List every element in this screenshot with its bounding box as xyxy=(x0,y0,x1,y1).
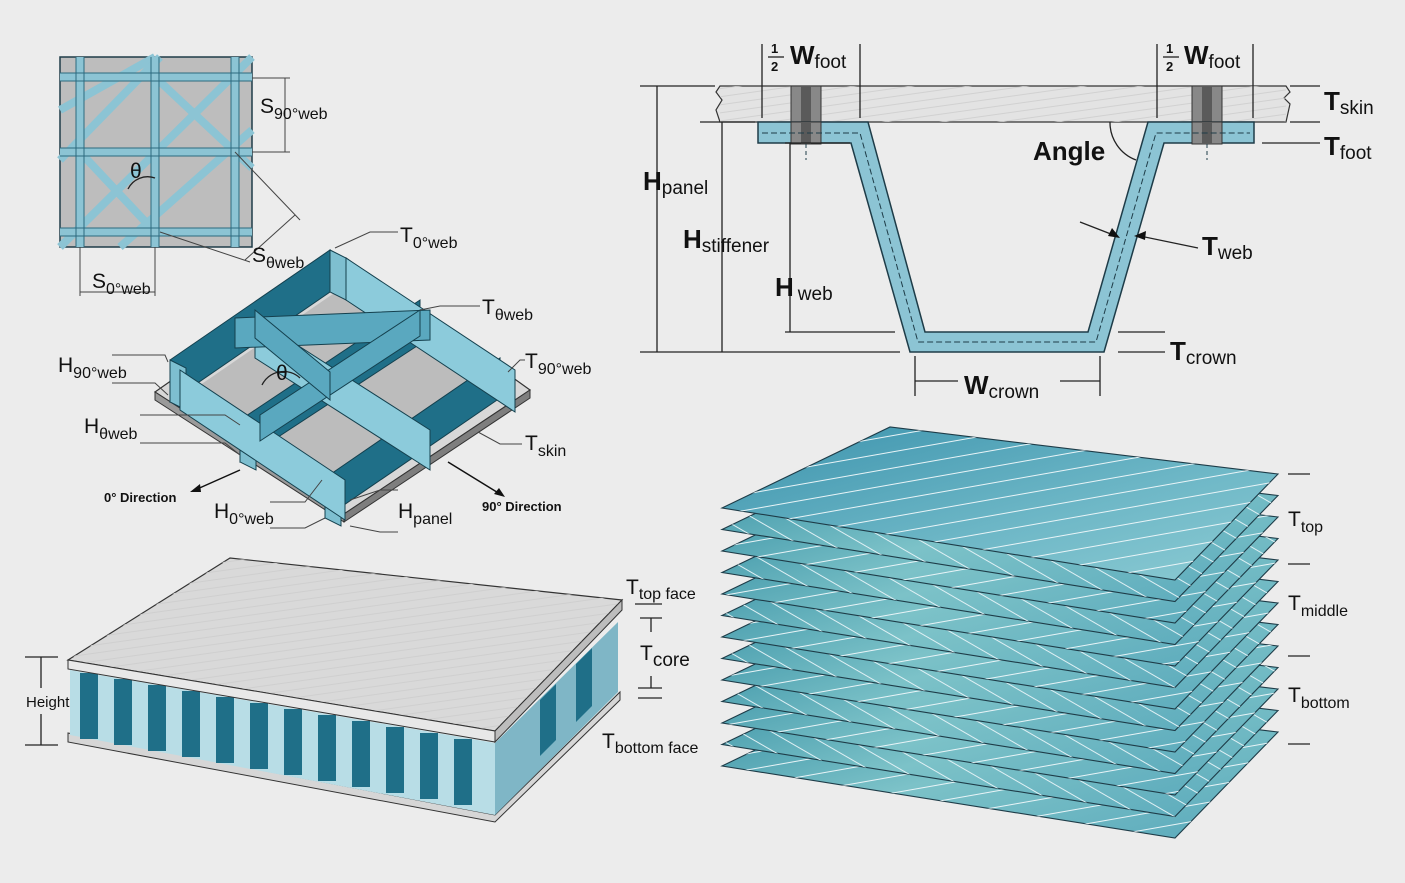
theta-top-label: θ xyxy=(130,160,142,183)
tthetaweb-label: T xyxy=(482,296,495,319)
grid-isometric-view: θ T0°web Tθweb T90°web Tskin H90°web Hθw… xyxy=(58,224,591,533)
s0web-label: S xyxy=(92,270,106,293)
svg-text:Hpanel: Hpanel xyxy=(398,500,452,528)
svg-text:S0°web: S0°web xyxy=(92,270,151,298)
sthetaweb-label: S xyxy=(252,244,266,267)
svg-text:Ttop face: Ttop face xyxy=(626,576,696,603)
grid-top-view: θ S90°web Sθweb S0°web xyxy=(57,53,328,298)
svg-text:Wfoot: Wfoot xyxy=(790,40,847,73)
tcrown-label: T xyxy=(1170,336,1186,366)
laminate-labels: Ttop Tmiddle Tbottom xyxy=(1288,473,1350,745)
wfoot-left-label: W xyxy=(790,40,815,70)
tbottomface-label: T xyxy=(602,730,615,753)
ttop-label: T xyxy=(1288,508,1301,531)
svg-text:T90°web: T90°web xyxy=(525,350,591,378)
tbottom-label: T xyxy=(1288,684,1301,707)
svg-text:H90°web: H90°web xyxy=(58,354,127,382)
hat-stiffener-section: 1 2 Wfoot 1 2 Wfoot Tskin Tfoot Angle Hp… xyxy=(640,40,1374,403)
sandwich-panel: Ttop face Tcore Tbottom face Height xyxy=(25,557,699,823)
wfoot-right-label: W xyxy=(1184,40,1209,70)
tskin-hat-label: T xyxy=(1324,86,1340,116)
tskin-iso-label: T xyxy=(525,432,538,455)
svg-text:Tfoot: Tfoot xyxy=(1324,131,1372,164)
theta-iso-label: θ xyxy=(276,362,288,385)
wcrown-label: W xyxy=(964,370,989,400)
svg-text:Tskin: Tskin xyxy=(1324,86,1374,119)
svg-text:Tcore: Tcore xyxy=(640,642,690,671)
half-denominator-right: 2 xyxy=(1166,59,1173,74)
hpanel-iso-label: H xyxy=(398,500,413,523)
svg-text:Wfoot: Wfoot xyxy=(1184,40,1241,73)
t90web-label: T xyxy=(525,350,538,373)
half-numerator-left: 1 xyxy=(771,41,778,56)
tcore-label: T xyxy=(640,642,653,665)
svg-text:Hθweb: Hθweb xyxy=(84,415,138,443)
height-label: Height xyxy=(26,694,70,711)
hweb-label: H xyxy=(775,272,794,302)
svg-text:Tbottom: Tbottom xyxy=(1288,684,1350,712)
t0web-label: T xyxy=(400,224,413,247)
svg-text:S90°web: S90°web xyxy=(260,95,328,123)
dir-0-label: 0° Direction xyxy=(104,490,176,505)
svg-text:Sθweb: Sθweb xyxy=(252,244,304,272)
ttopface-label: T xyxy=(626,576,639,599)
svg-text:H0°web: H0°web xyxy=(214,500,274,528)
svg-text:Tθweb: Tθweb xyxy=(482,296,533,324)
h90web-label: H xyxy=(58,354,73,377)
half-denominator-left: 2 xyxy=(771,59,778,74)
hthetaweb-label: H xyxy=(84,415,99,438)
s90web-label: S xyxy=(260,95,274,118)
svg-text:T0°web: T0°web xyxy=(400,224,458,252)
svg-text:Tweb: Tweb xyxy=(1202,231,1253,264)
svg-text:Hpanel: Hpanel xyxy=(643,166,708,199)
laminate-stack xyxy=(720,426,1280,839)
dir-90-label: 90° Direction xyxy=(482,499,562,514)
laminate-ply-fibers xyxy=(722,427,1278,580)
hpanel-hat-label: H xyxy=(643,166,662,196)
h0web-label: H xyxy=(214,500,229,523)
hstiffener-label: H xyxy=(683,224,702,254)
svg-text:Hstiffener: Hstiffener xyxy=(683,224,770,257)
svg-text:Tcrown: Tcrown xyxy=(1170,336,1237,369)
svg-text:Tmiddle: Tmiddle xyxy=(1288,592,1348,620)
tmiddle-label: T xyxy=(1288,592,1301,615)
svg-text:Tskin: Tskin xyxy=(525,432,566,460)
svg-text:Wcrown: Wcrown xyxy=(964,370,1039,403)
svg-text:Tbottom face: Tbottom face xyxy=(602,730,699,757)
tweb-label: T xyxy=(1202,231,1218,261)
tfoot-label: T xyxy=(1324,131,1340,161)
angle-label: Angle xyxy=(1033,136,1105,166)
svg-text:Ttop: Ttop xyxy=(1288,508,1323,536)
half-numerator-right: 1 xyxy=(1166,41,1173,56)
